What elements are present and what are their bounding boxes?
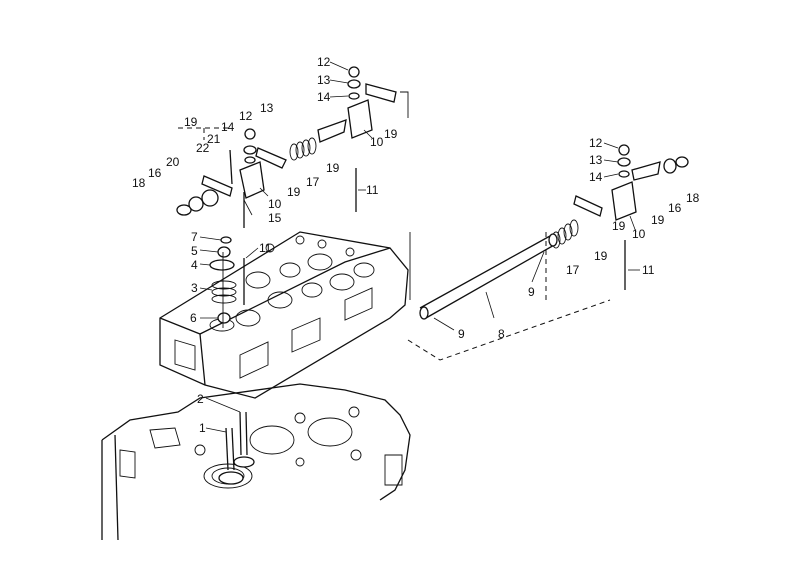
callout-2: 2	[197, 392, 204, 406]
callout-18-left: 18	[132, 176, 146, 190]
callout-17-left: 17	[306, 175, 320, 189]
callout-14-left: 14	[221, 120, 235, 134]
callout-14-right: 14	[589, 170, 603, 184]
callout-12-right: 12	[589, 136, 603, 150]
cylinder-block	[101, 383, 411, 541]
callout-13-mid: 13	[317, 73, 331, 87]
callout-12-mid: 12	[317, 55, 331, 69]
callout-4: 4	[191, 258, 198, 272]
callout-labels: 1 2 3 4 5 6 7 8 9 9 10 10 10 11 11 11 12…	[132, 55, 700, 435]
callout-9-lower: 9	[458, 327, 465, 341]
callout-22: 22	[196, 141, 210, 155]
exhaust-valve	[233, 411, 255, 468]
rocker-arm-assembly	[176, 66, 689, 249]
callout-20: 20	[166, 155, 180, 169]
callout-19-c: 19	[384, 127, 398, 141]
callout-9-upper: 9	[528, 285, 535, 299]
callout-10-mid: 10	[370, 135, 384, 149]
cylinder-head	[159, 231, 409, 399]
callout-13-left: 13	[260, 101, 274, 115]
callout-10-right: 10	[632, 227, 646, 241]
intake-valve	[218, 427, 244, 485]
callout-3: 3	[191, 281, 198, 295]
callout-13-right: 13	[589, 153, 603, 167]
callout-16-right: 16	[668, 201, 682, 215]
callout-8: 8	[498, 327, 505, 341]
callout-15: 15	[268, 211, 282, 225]
callout-19-e: 19	[651, 213, 665, 227]
callout-6: 6	[190, 311, 197, 325]
callout-19-top: 19	[184, 115, 198, 129]
group-outline	[178, 127, 611, 361]
callout-10-left: 10	[268, 197, 282, 211]
callout-14-mid: 14	[317, 90, 331, 104]
callout-12-left: 12	[239, 109, 253, 123]
callout-16-left: 16	[148, 166, 162, 180]
valve-spring-stack	[209, 236, 237, 328]
callout-18-right: 18	[686, 191, 700, 205]
rocker-shaft	[409, 232, 558, 320]
callout-19-f: 19	[612, 219, 626, 233]
callout-11-mid: 11	[366, 183, 379, 197]
leader-lines	[199, 61, 640, 433]
callout-11-right: 11	[642, 263, 655, 277]
callout-19-b: 19	[326, 161, 340, 175]
callout-1: 1	[199, 421, 206, 435]
callout-17-right: 17	[566, 263, 580, 277]
callout-21: 21	[207, 132, 221, 146]
callout-11-left: 11	[259, 241, 272, 255]
callout-19-a: 19	[287, 185, 301, 199]
stud-bolts	[243, 168, 626, 305]
callout-19-d: 19	[594, 249, 608, 263]
callout-5: 5	[191, 244, 198, 258]
callout-7: 7	[191, 230, 198, 244]
